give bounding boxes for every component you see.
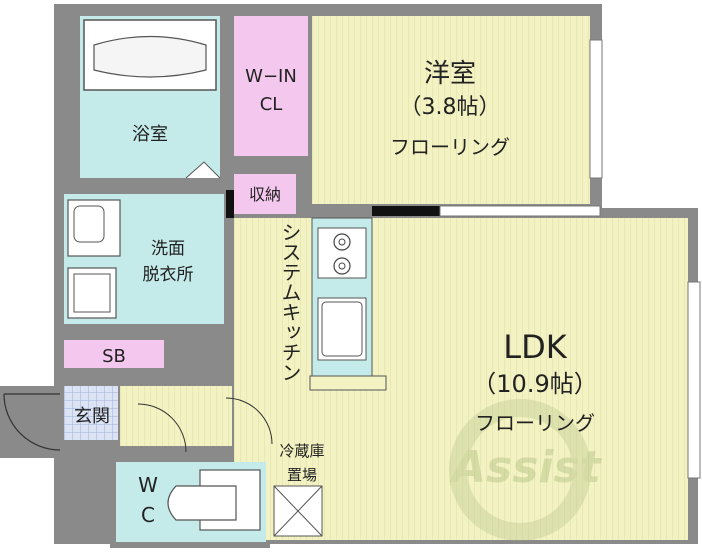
bathtub-basin — [93, 35, 207, 78]
burner-icon — [333, 257, 351, 275]
entrance-label: 玄関 — [74, 406, 110, 427]
closet-label-line2: CL — [260, 94, 283, 115]
western-room-size: （3.8帖） — [400, 95, 501, 120]
kitchen-counter — [309, 217, 387, 391]
ldk-size: （10.9帖） — [472, 370, 597, 398]
storage-label: 収納 — [249, 185, 281, 204]
fridge-label-line2: 置場 — [287, 466, 317, 484]
ldk-floor: フローリング — [475, 411, 595, 435]
western-room — [312, 16, 590, 204]
kitchen-label: システムキッチン — [278, 222, 302, 382]
washroom-label-line1: 洗面 — [151, 239, 185, 259]
shoe-box — [64, 340, 164, 368]
western-room-floor: フローリング — [390, 135, 510, 159]
toilet-room — [116, 462, 266, 542]
shoe-box-label: SB — [102, 346, 126, 367]
windows — [226, 39, 701, 479]
entrance-door-swing — [3, 393, 61, 451]
fridge-label-line1: 冷蔵庫 — [279, 442, 324, 460]
washing-machine — [67, 267, 117, 319]
toilet-bowl — [167, 485, 237, 521]
western-room-name: 洋室 — [424, 59, 476, 89]
bathroom-label: 浴室 — [132, 124, 168, 145]
ldk-name: LDK — [503, 328, 567, 366]
toilet-label-line2: C — [141, 503, 155, 527]
fridge-space — [273, 485, 323, 537]
washroom — [64, 194, 224, 324]
burner-icon — [333, 233, 351, 251]
svg-text:Assist: Assist — [449, 442, 603, 493]
room-labels: 洋室 （3.8帖） フローリング W−IN CL 浴室 収納 洗面 脱衣所 シス… — [74, 59, 598, 527]
toilet-label-line1: W — [138, 473, 158, 497]
kitchen-sink — [317, 297, 367, 361]
washroom-label-line2: 脱衣所 — [143, 265, 194, 285]
entrance — [3, 386, 118, 451]
walk-in-closet — [234, 16, 308, 156]
hallway — [120, 386, 232, 446]
storage-closet — [234, 174, 296, 214]
assist-watermark: Assist — [449, 399, 603, 541]
stove — [317, 227, 367, 279]
closet-label-line1: W−IN — [245, 66, 297, 87]
bathroom — [80, 16, 221, 179]
